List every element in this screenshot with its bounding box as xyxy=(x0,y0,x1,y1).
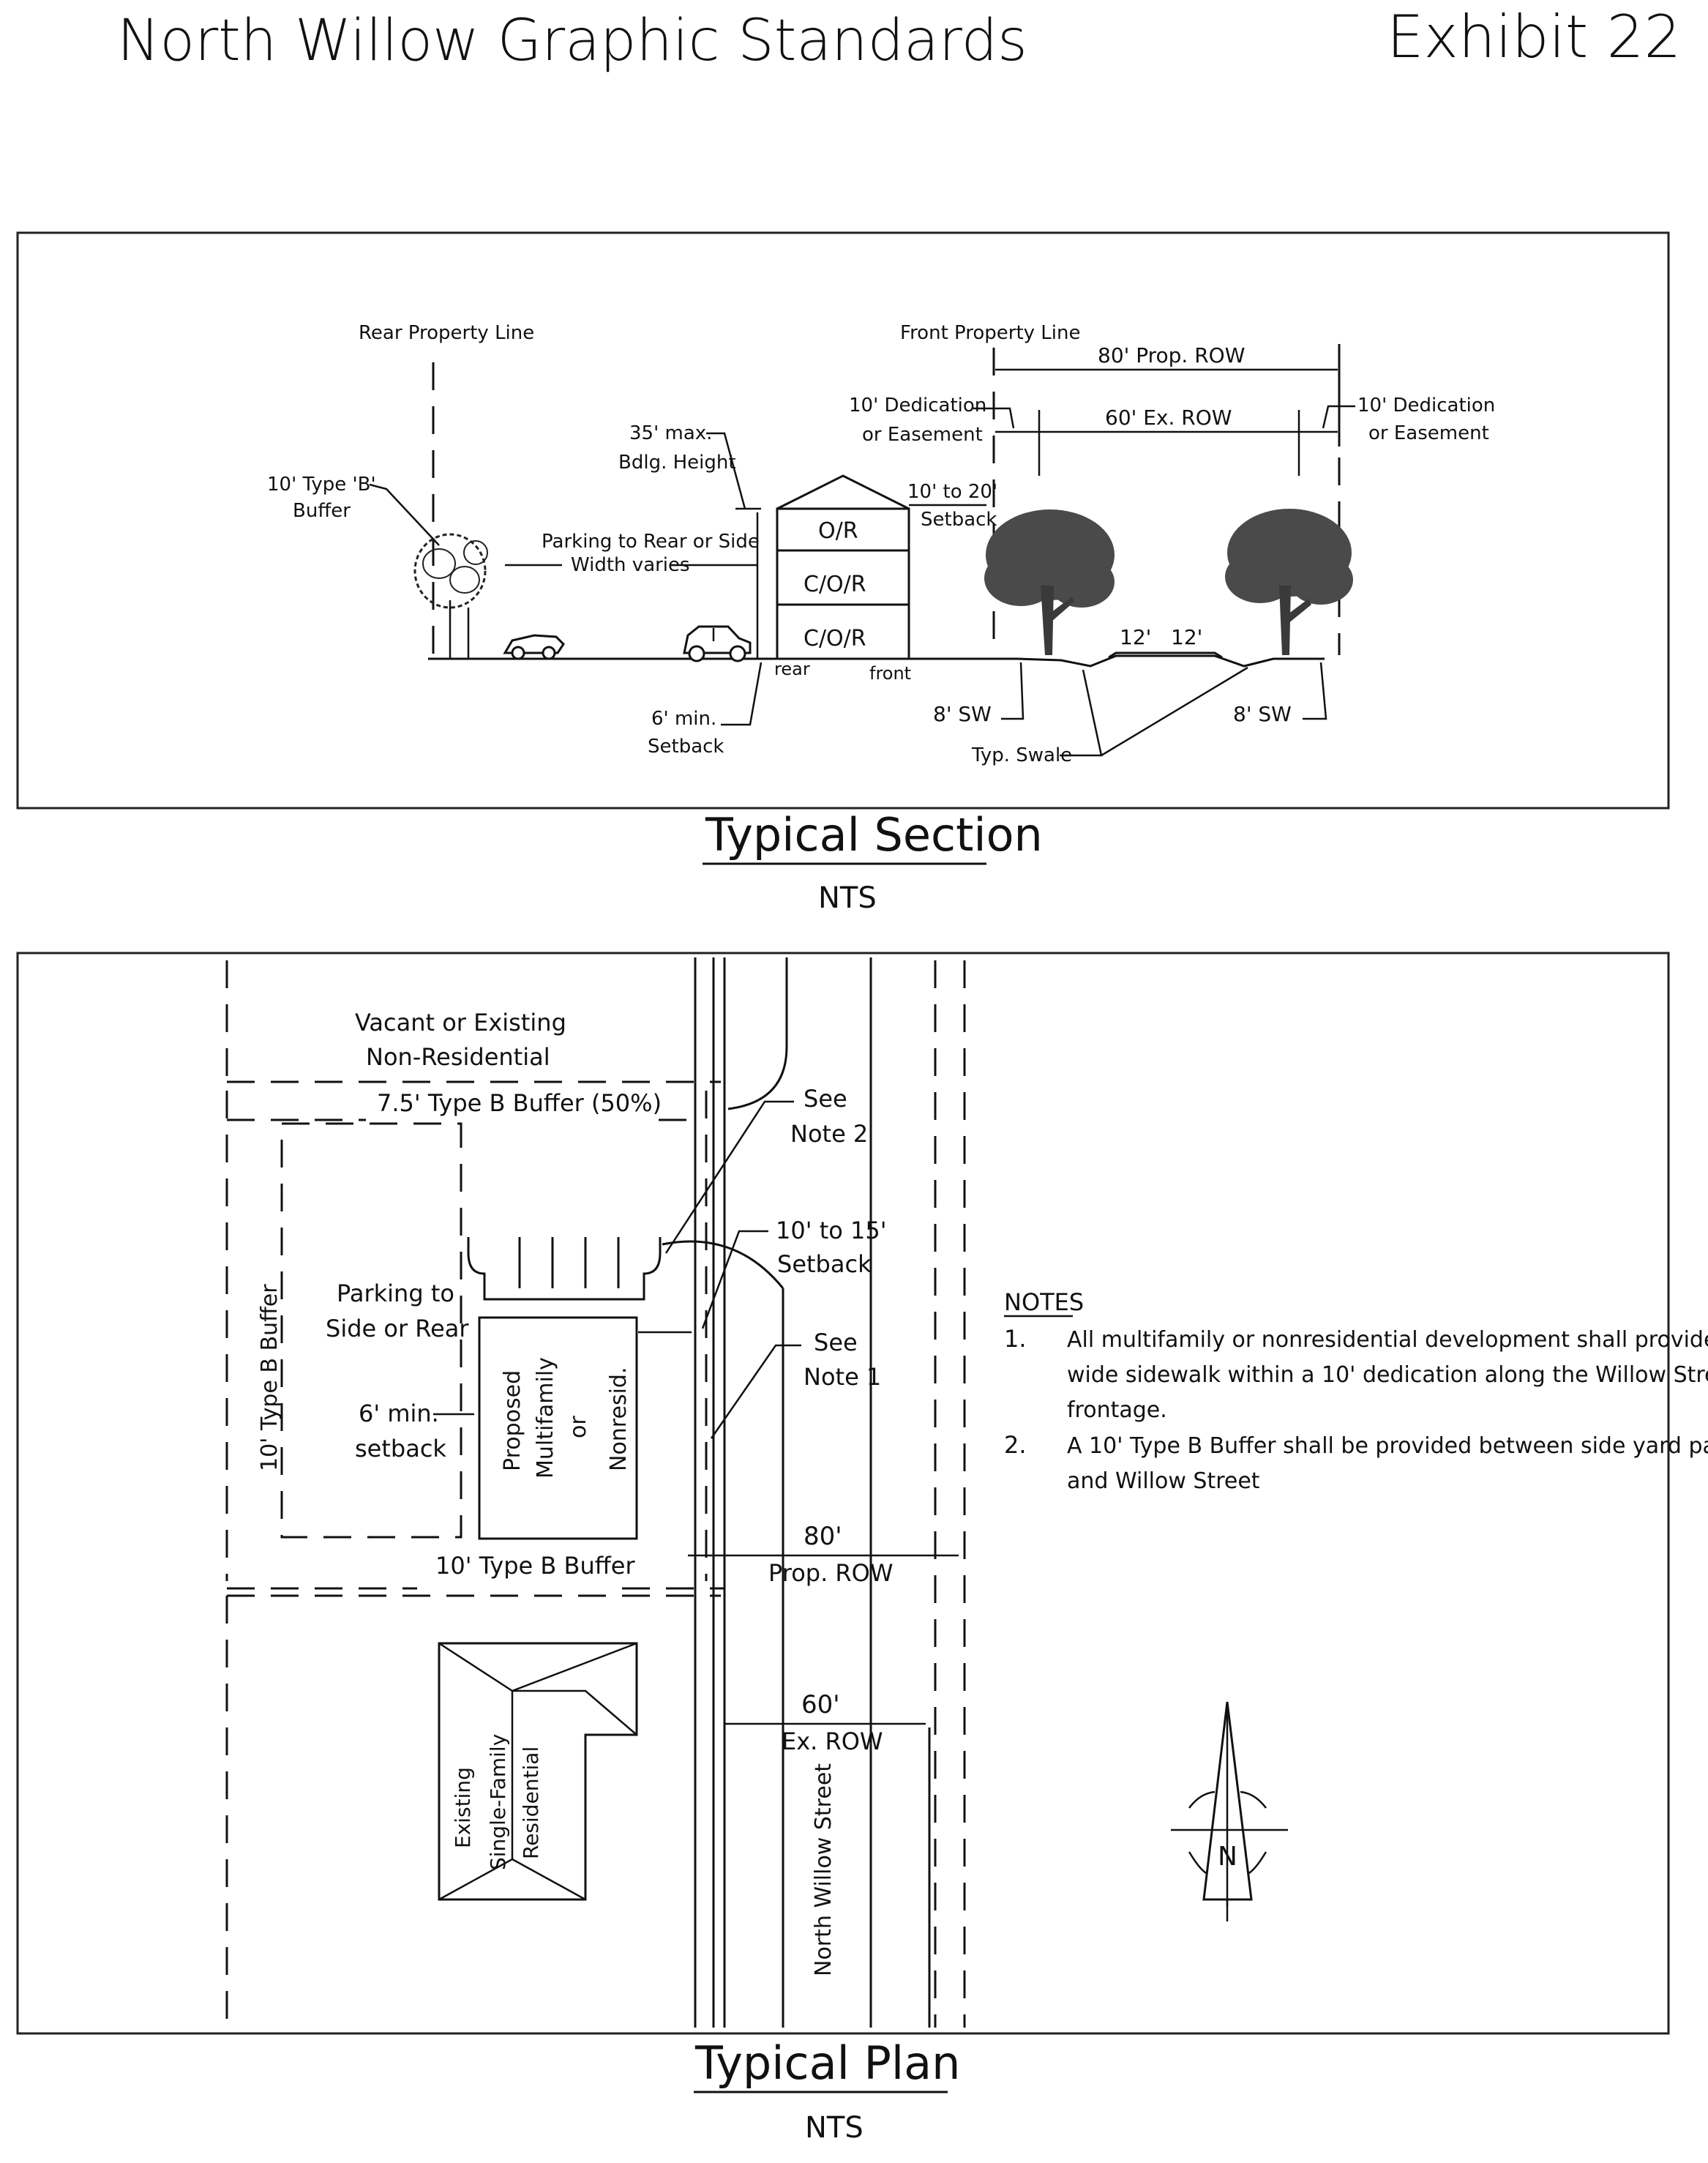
road-surface xyxy=(1108,651,1223,659)
section-caption: Typical Section xyxy=(705,808,1043,862)
note-2-line-1: A 10' Type B Buffer shall be provided be… xyxy=(1067,1433,1708,1459)
see-note1-label-2: Note 1 xyxy=(804,1363,881,1391)
street-tree-icon xyxy=(1225,509,1353,655)
floor-top-label: O/R xyxy=(818,518,858,544)
lane-left-label: 12' xyxy=(1120,625,1151,649)
road-profile xyxy=(1016,654,1325,668)
buffer-top-label: 7.5' Type B Buffer (50%) xyxy=(377,1089,662,1117)
see-note1-leader xyxy=(710,1344,801,1439)
dedication-left-2: or Easement xyxy=(862,424,983,446)
prop-row-label: 80' Prop. ROW xyxy=(1098,343,1245,367)
see-note2-label-2: Note 2 xyxy=(790,1120,868,1148)
see-note2-leader xyxy=(664,1100,794,1254)
buffer-tree-icon xyxy=(413,533,488,659)
dedication-right-leader xyxy=(1322,405,1355,429)
dedication-left-leader xyxy=(973,407,1015,429)
height-label-2: Bdlg. Height xyxy=(618,452,736,474)
front-property-line-label: Front Property Line xyxy=(900,322,1081,344)
section-frame xyxy=(16,231,1670,810)
sw-right-label: 8' SW xyxy=(1233,702,1292,726)
dedication-right-1: 10' Dedication xyxy=(1357,395,1495,416)
plan-ex-row-label-2: Ex. ROW xyxy=(782,1727,883,1755)
plan-prop-row-label-2: Prop. ROW xyxy=(768,1559,893,1587)
existing-label-3: Residential xyxy=(519,1747,543,1859)
car-icon xyxy=(503,634,565,660)
section-scale: NTS xyxy=(818,881,877,915)
exhibit-number: Exhibit 22 xyxy=(1387,3,1681,71)
north-arrow-icon xyxy=(1171,1701,1288,1921)
ex-row-label: 60' Ex. ROW xyxy=(1105,406,1232,430)
car-icon xyxy=(683,625,752,662)
proposed-label-2: Multifamily xyxy=(533,1357,558,1479)
floor-bottom-label: C/O/R xyxy=(804,626,866,651)
note-1-line-3: frontage. xyxy=(1067,1397,1167,1423)
existing-house xyxy=(438,1642,638,1901)
note-2-number: 2. xyxy=(1004,1431,1027,1459)
note-1-line-2: wide sidewalk within a 10' dedication al… xyxy=(1067,1362,1708,1388)
street-curve-drive xyxy=(662,1240,784,1289)
proposed-label-3: or xyxy=(566,1416,591,1438)
existing-label-1: Existing xyxy=(451,1767,475,1848)
see-note2-label-1: See xyxy=(804,1085,847,1113)
note-2-line-2: and Willow Street xyxy=(1067,1468,1260,1494)
buffer-leader xyxy=(369,483,440,546)
setback-label-2: Setback xyxy=(777,1250,872,1278)
parking-label-2: Side or Rear xyxy=(326,1315,469,1342)
rear-label: rear xyxy=(774,659,810,679)
sw-left-label: 8' SW xyxy=(933,702,992,726)
buffer-label-2: Buffer xyxy=(293,500,351,522)
notes-heading: NOTES xyxy=(1004,1288,1084,1316)
dedication-left-1: 10' Dedication xyxy=(849,395,986,416)
section-building xyxy=(776,474,910,660)
parking-stalls xyxy=(467,1237,662,1301)
plan-caption: Typical Plan xyxy=(694,2036,960,2090)
parking-label-1: Parking to Rear or Side xyxy=(542,531,760,553)
side-buffer-label: 10' Type B Buffer xyxy=(257,1284,282,1471)
parking-area xyxy=(280,1122,462,1539)
floor-mid-label: C/O/R xyxy=(804,572,866,597)
street-curve-north xyxy=(727,957,788,1110)
existing-label-2: Single-Family xyxy=(486,1734,510,1870)
north-label: N xyxy=(1218,1842,1237,1872)
proposed-building xyxy=(478,1316,638,1540)
lane-right-label: 12' xyxy=(1171,625,1202,649)
swale-leader-right xyxy=(1101,666,1248,757)
proposed-label-1: Proposed xyxy=(500,1370,525,1471)
vacant-label-2: Non-Residential xyxy=(366,1043,550,1071)
rear-property-line-label: Rear Property Line xyxy=(359,322,534,344)
rear-setback-label-1: 6' min. xyxy=(651,708,716,730)
note-1-line-1: All multifamily or nonresidential develo… xyxy=(1067,1327,1708,1353)
sw-left-leader xyxy=(1001,662,1025,720)
proposed-label-4: Nonresid. xyxy=(606,1367,632,1472)
sheet-title: North Willow Graphic Standards xyxy=(117,8,1027,74)
front-label: front xyxy=(869,663,911,684)
note-1-number: 1. xyxy=(1004,1325,1027,1353)
dedication-right-2: or Easement xyxy=(1368,422,1489,444)
see-note1-label-1: See xyxy=(814,1329,858,1356)
plan-prop-row-label-1: 80' xyxy=(804,1522,842,1551)
height-label-1: 35' max. xyxy=(629,422,712,444)
plan-frame xyxy=(16,952,1670,2035)
plan-scale: NTS xyxy=(805,2111,864,2145)
bottom-buffer-label: 10' Type B Buffer xyxy=(435,1552,635,1580)
plan-ex-row-label-1: 60' xyxy=(801,1690,840,1719)
min-setback-label-2: setback xyxy=(355,1435,446,1462)
street-name-label: North Willow Street xyxy=(811,1763,836,1976)
front-setback-label-1: 10' to 20' xyxy=(907,481,997,503)
sw-right-leader xyxy=(1303,662,1327,720)
street-tree-icon xyxy=(984,509,1115,655)
swale-leader-left xyxy=(1060,669,1103,757)
rear-setback-label-2: Setback xyxy=(648,736,724,758)
height-leader xyxy=(706,432,746,509)
min-setback-label-1: 6' min. xyxy=(359,1400,439,1427)
rear-setback-leader xyxy=(721,662,763,726)
front-setback-label-2: Setback xyxy=(921,509,997,531)
setback-label-1: 10' to 15' xyxy=(776,1217,887,1244)
swale-label: Typ. Swale xyxy=(971,744,1072,766)
parking-label-1: Parking to xyxy=(337,1280,454,1307)
buffer-label-1: 10' Type 'B' xyxy=(267,474,376,496)
setback-leader xyxy=(701,1230,768,1329)
vacant-label-1: Vacant or Existing xyxy=(355,1009,566,1036)
